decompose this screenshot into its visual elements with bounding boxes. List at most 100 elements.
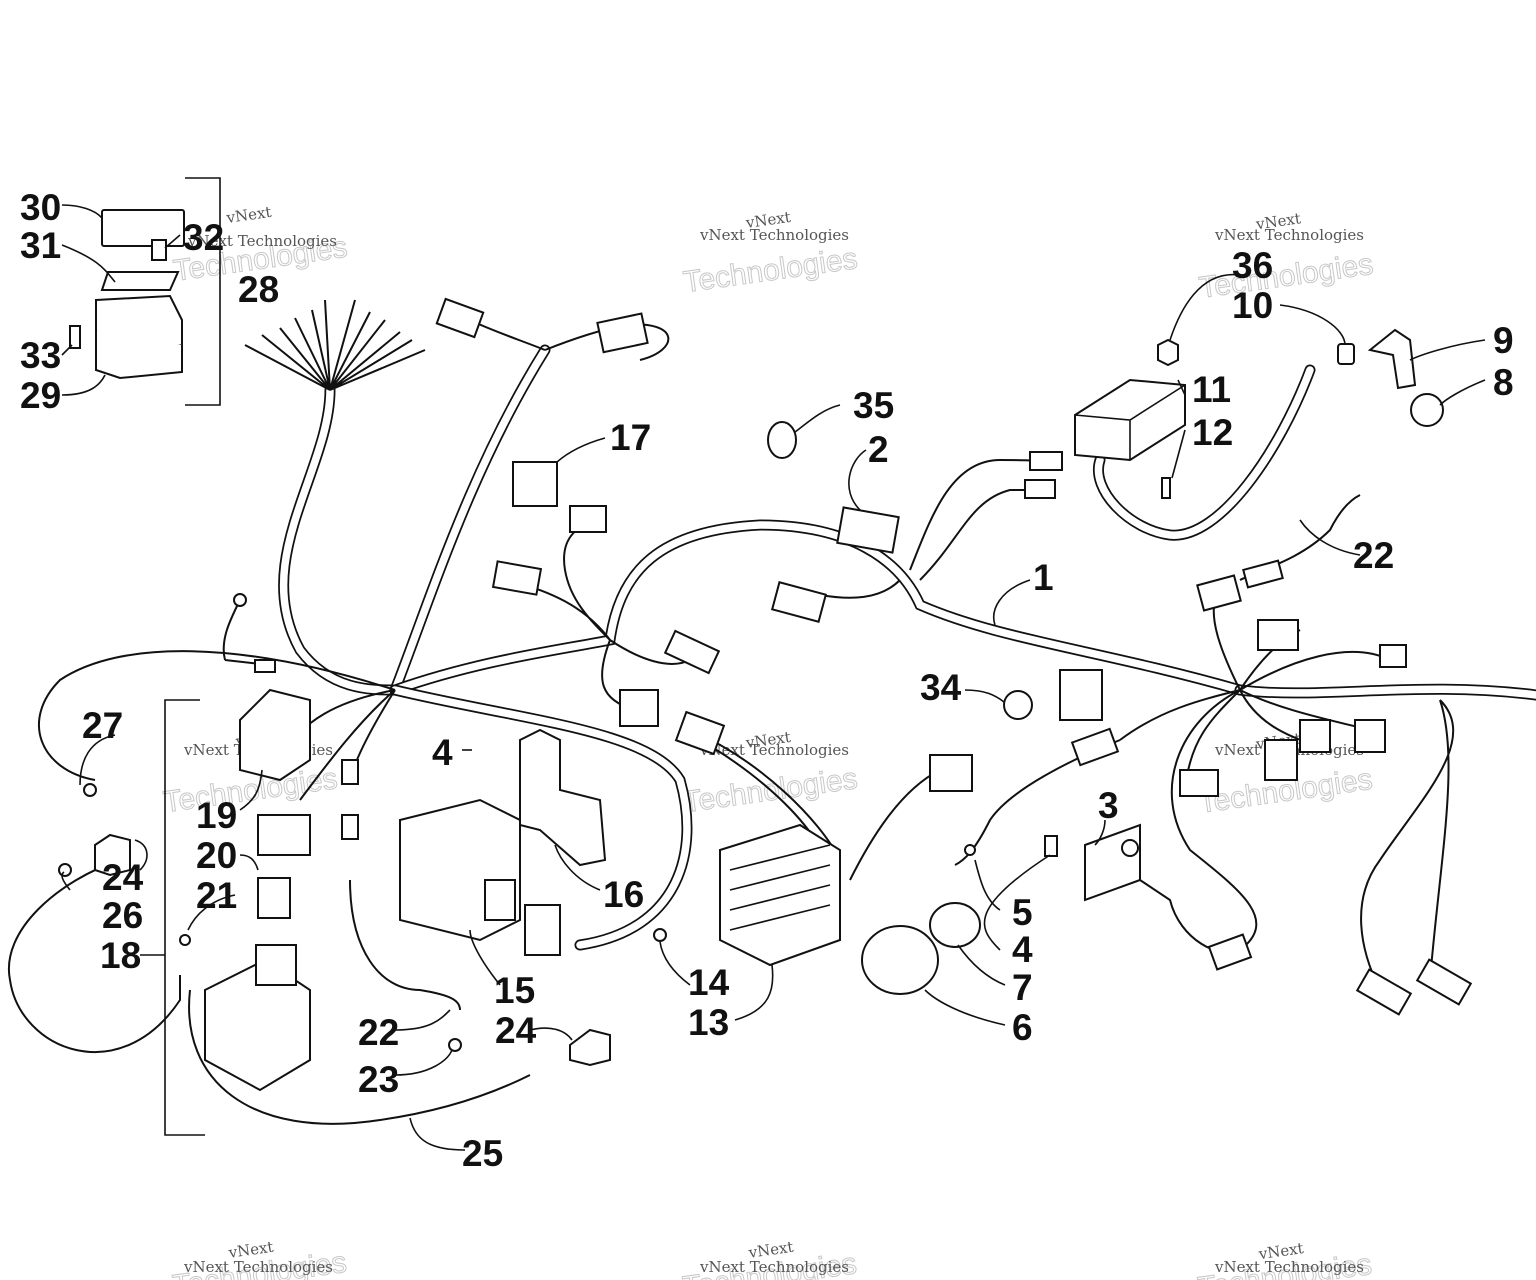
callout-3: 3	[1098, 785, 1119, 826]
callout-21: 21	[196, 875, 237, 916]
callout-15: 15	[494, 970, 535, 1011]
connector	[341, 814, 359, 840]
callout-2: 2	[868, 429, 889, 470]
fuse	[151, 239, 167, 261]
connector	[1070, 727, 1120, 767]
callout-17: 17	[610, 417, 651, 458]
connector	[1379, 644, 1407, 668]
hose-parts	[1337, 328, 1444, 427]
connector	[1196, 574, 1242, 612]
terminal	[233, 593, 247, 607]
bracket-16	[519, 728, 607, 867]
misc-parts	[58, 593, 611, 1067]
callout-19: 19	[196, 795, 237, 836]
callout-29: 29	[20, 375, 61, 416]
relay-19	[239, 688, 311, 782]
callout-23: 23	[358, 1059, 399, 1100]
component-11	[1074, 338, 1186, 499]
callout-25: 25	[462, 1133, 503, 1174]
callout-12: 12	[1192, 412, 1233, 453]
boot-24	[569, 1028, 611, 1067]
callout-36: 36	[1232, 245, 1273, 286]
fuse-box-gasket	[100, 271, 180, 291]
callout-26: 26	[102, 895, 143, 936]
callout-16: 16	[603, 874, 644, 915]
connectors	[435, 297, 1473, 1016]
watermark-brand: vNext	[224, 203, 272, 227]
callout-32: 32	[183, 217, 224, 258]
switch-stud	[1121, 839, 1139, 857]
connector	[1179, 769, 1219, 797]
watermark-large: Technologies	[1197, 248, 1375, 305]
watermark-small: vNext Technologies	[187, 232, 337, 250]
callout-18: 18	[100, 935, 141, 976]
connector	[524, 904, 561, 956]
part-10	[1337, 343, 1355, 365]
callout-7: 7	[1012, 967, 1033, 1008]
callout-13: 13	[688, 1002, 729, 1043]
callout-24: 24	[495, 1010, 537, 1051]
callout-22: 22	[358, 1012, 399, 1053]
fuse-box-cover	[101, 209, 185, 247]
ecu-connector	[484, 879, 516, 921]
switch-assembly	[861, 823, 1141, 995]
connector	[596, 312, 649, 354]
watermark-small: vNext Technologies	[699, 1258, 849, 1276]
watermark-small: vNext Technologies	[1214, 1258, 1364, 1276]
watermark-small: vNext Technologies	[699, 226, 849, 244]
leader-lines	[61, 204, 1486, 1151]
callout-33: 33	[20, 335, 61, 376]
callout-10: 10	[1232, 285, 1273, 326]
solenoid-terminal	[255, 944, 297, 986]
relay-assembly	[164, 688, 311, 1136]
clip-35	[767, 421, 797, 459]
screw-12	[1161, 477, 1171, 499]
boot-24	[94, 833, 131, 877]
connector	[1029, 451, 1063, 471]
terminal	[254, 659, 276, 673]
connector-block	[1059, 669, 1103, 721]
connector	[929, 754, 973, 792]
screw-4	[1044, 835, 1058, 857]
callout-20: 20	[196, 835, 237, 876]
connector	[1355, 968, 1413, 1016]
connector	[1299, 719, 1331, 753]
watermark-small: vNext Technologies	[1214, 226, 1364, 244]
connector	[663, 629, 721, 675]
watermark-small: vNext Technologies	[183, 1258, 333, 1276]
connector	[435, 297, 485, 339]
terminal-27	[83, 783, 97, 797]
callout-31: 31	[20, 225, 61, 266]
relay-17	[512, 461, 558, 507]
nut-36	[1157, 338, 1179, 367]
connector	[770, 581, 828, 623]
ring-7	[929, 902, 981, 948]
callout-34: 34	[920, 667, 962, 708]
connector-2	[836, 506, 900, 554]
callout-24: 24	[102, 857, 144, 898]
connector	[1207, 933, 1253, 971]
connector	[1242, 559, 1284, 589]
terminal-23	[448, 1038, 462, 1052]
plate-3	[1084, 823, 1141, 902]
relay-socket	[257, 814, 311, 856]
callout-22: 22	[1353, 535, 1394, 576]
callout-9: 9	[1493, 320, 1514, 361]
fuse-20	[257, 877, 291, 919]
connector	[1257, 619, 1299, 651]
callout-5: 5	[1012, 892, 1033, 933]
fuse-box-assembly	[69, 177, 221, 406]
connector	[1024, 479, 1056, 499]
terminal-26	[58, 863, 72, 877]
part-8	[1410, 393, 1444, 427]
watermark-large: Technologies	[681, 242, 859, 299]
ecu-assembly	[399, 728, 607, 956]
connector	[674, 710, 726, 756]
regulator-13	[653, 823, 841, 967]
wires	[7, 299, 1454, 1125]
callout-labels: 1 2 3 4 4 5 6 7 8 9 10 11 12 13 14 15 16…	[20, 187, 1514, 1174]
connector	[569, 505, 607, 533]
watermark-small: vNext Technologies	[699, 741, 849, 759]
connector	[341, 759, 359, 785]
